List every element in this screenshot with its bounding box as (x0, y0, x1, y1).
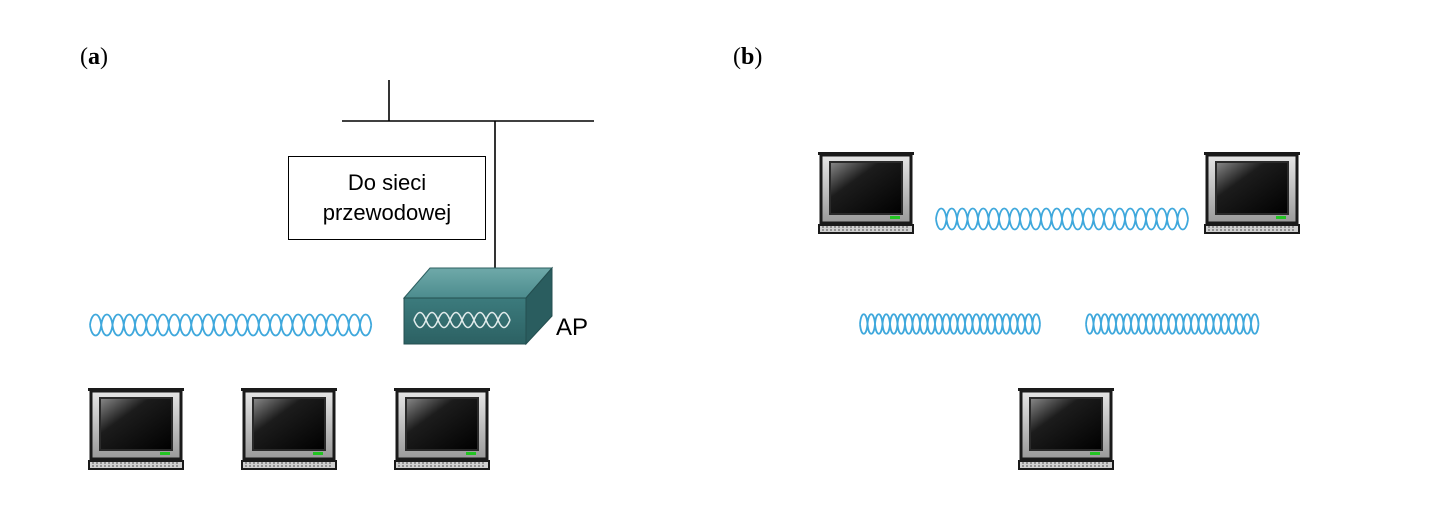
access-point-icon (402, 266, 554, 346)
panel-label-b: (b) (733, 44, 763, 70)
computer-icon (1202, 150, 1302, 235)
wireless-signal-icon (89, 313, 373, 337)
wireless-signal-icon (935, 207, 1189, 231)
wired-network-label: Do sieci przewodowej (288, 156, 486, 240)
wireless-signal-icon (859, 313, 1041, 335)
computer-icon (392, 386, 492, 471)
computer-icon (239, 386, 339, 471)
wireless-signal-icon (1085, 313, 1260, 335)
wired-network-line2: przewodowej (322, 200, 452, 225)
computer-icon (816, 150, 916, 235)
wired-network-line (342, 80, 594, 276)
panel-label-a: (a) (80, 44, 108, 70)
access-point-label: AP (556, 314, 589, 341)
computer-icon (86, 386, 186, 471)
computer-icon (1016, 386, 1116, 471)
wired-network-line1: Do sieci (347, 170, 427, 195)
